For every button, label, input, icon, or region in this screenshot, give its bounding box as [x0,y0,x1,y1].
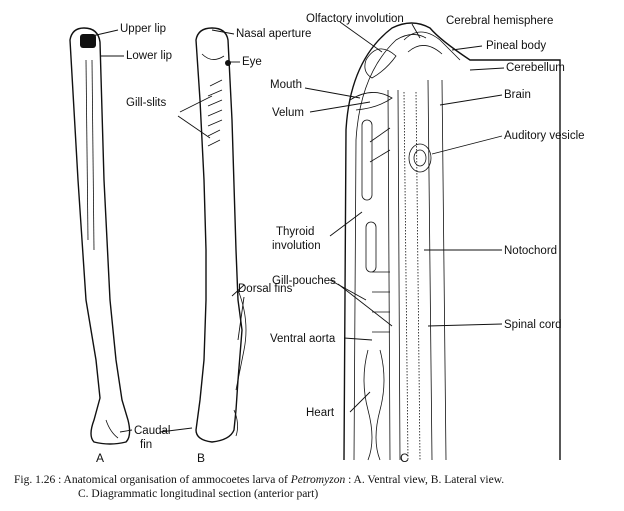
longitudinal-section-drawing [343,22,561,461]
label-cerebellum: Cerebellum [506,62,565,74]
leader-pineal [451,45,483,51]
leader-cerebellum [469,67,505,71]
leader-cerebral [411,23,421,39]
leader-brain [439,94,503,106]
ventral-view-drawing [69,27,131,445]
label-caudal: Caudal [134,425,170,437]
leader-gill-slits-2 [177,115,211,139]
leader-olfactory [339,21,383,53]
label-brain: Brain [504,89,531,101]
leader-caudal-fin-2 [159,427,193,433]
eye-dot [225,60,231,66]
leader-spinal-cord [427,323,503,327]
caption-genus: Petromyzon [290,474,346,486]
label-notochord: Notochord [504,245,557,257]
label-cerebral-hemisphere: Cerebral hemisphere [446,15,553,27]
label-eye: Eye [242,56,262,68]
label-upper-lip: Upper lip [120,23,166,35]
caption-line-2: C. Diagrammatic longitudinal section (an… [78,488,319,500]
caption-line-1: Fig. 1.26 : Anatomical organisation of a… [14,473,614,487]
label-pineal-body: Pineal body [486,40,546,52]
leader-gill-pouches-2 [337,283,393,327]
leader-upper-lip [91,29,119,37]
label-thyroid: Thyroid [276,226,314,238]
leader-gill-pouches-1 [329,279,367,301]
leader-nasal-aperture [211,29,235,35]
leader-velum [309,101,371,113]
leader-ventral-aorta [343,337,373,341]
leader-heart [349,391,371,413]
panel-label-b: B [197,451,205,465]
mouth-opening-a [80,34,96,48]
label-spinal-cord: Spinal cord [504,319,562,331]
label-heart: Heart [306,407,335,419]
lateral-view-drawing [195,27,247,443]
label-auditory-vesicle: Auditory vesicle [504,130,585,142]
leader-mouth [304,87,361,99]
leader-thyroid [329,211,363,237]
panel-label-c: C [400,451,409,465]
panel-label-a: A [96,451,104,465]
label-olfactory-involution: Olfactory involution [306,13,404,25]
label-nasal-aperture: Nasal aperture [236,28,311,40]
label-gill-pouches: Gill-pouches [272,275,336,287]
label-ventral-aorta: Ventral aorta [270,333,336,345]
leader-auditory [431,135,503,155]
caption-rest: : A. Ventral view, B. Lateral view. [348,474,505,486]
leader-dorsal-fins-1 [231,284,245,297]
leader-dorsal-fins-2 [237,296,245,341]
label-fin: fin [140,439,152,451]
leader-gill-slits-1 [179,95,213,113]
figure-caption: Fig. 1.26 : Anatomical organisation of a… [14,473,614,501]
leader-caudal-fin-1 [119,429,133,433]
label-mouth: Mouth [270,79,302,91]
label-involution: involution [272,240,321,252]
label-velum: Velum [272,107,304,119]
label-lower-lip: Lower lip [126,50,172,62]
label-dorsal-fins: Dorsal fins [238,283,293,295]
label-gill-slits: Gill-slits [126,97,166,109]
caption-prefix: Fig. 1.26 : Anatomical organisation of a… [14,474,288,486]
